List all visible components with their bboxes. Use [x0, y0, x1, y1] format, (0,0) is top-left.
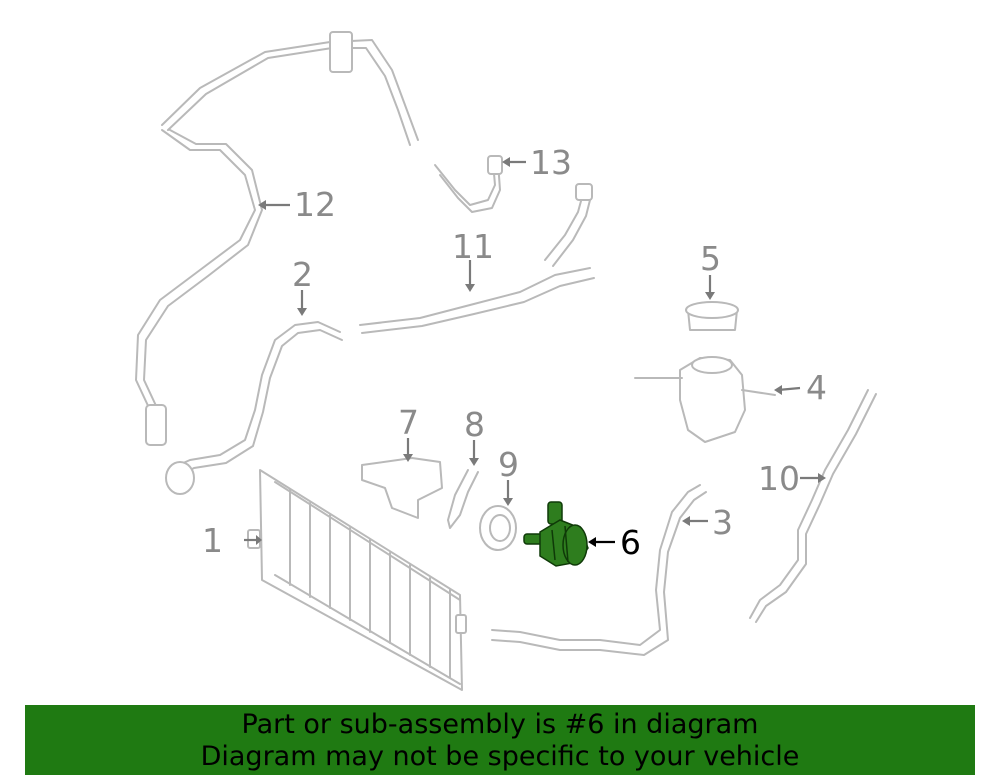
part-10-hose — [749, 389, 877, 623]
part-5-cap — [685, 301, 739, 331]
callout-9: 9 — [498, 445, 519, 484]
callout-5: 5 — [700, 239, 721, 278]
part-11-tube — [359, 183, 595, 334]
callout-8: 8 — [464, 405, 485, 444]
part-4-reservoir — [634, 356, 776, 443]
part-12-hose — [135, 31, 419, 446]
callout-11: 11 — [452, 227, 494, 266]
parts-diagram: 1 2 3 4 5 6 7 8 9 10 11 12 13 — [135, 31, 877, 691]
banner-line-2: Diagram may not be specific to your vehi… — [200, 741, 800, 772]
callout-10: 10 — [758, 459, 800, 498]
part-1-radiator — [247, 469, 467, 691]
callout-13: 13 — [530, 143, 572, 182]
part-7-bracket — [361, 457, 443, 519]
callout-6: 6 — [620, 523, 641, 562]
part-3-hose — [491, 484, 707, 656]
banner-line-1: Part or sub-assembly is #6 in diagram — [241, 709, 759, 740]
part-9-ring — [479, 505, 517, 551]
part-2-hose — [165, 321, 343, 495]
part-8-strap — [447, 469, 479, 529]
callout-3: 3 — [712, 503, 733, 542]
callout-7: 7 — [398, 403, 419, 442]
leader-arrows — [244, 157, 826, 547]
callout-4: 4 — [806, 368, 827, 407]
callout-1: 1 — [202, 521, 223, 560]
callout-2: 2 — [292, 255, 313, 294]
part-6-pump — [523, 501, 589, 567]
info-banner: Part or sub-assembly is #6 in diagram Di… — [25, 705, 975, 775]
callout-12: 12 — [294, 185, 336, 224]
part-13-connector — [434, 155, 503, 213]
